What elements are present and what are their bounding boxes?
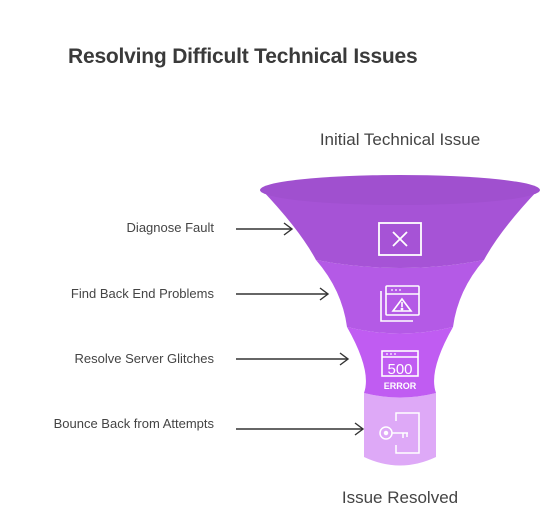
diagram-title: Resolving Difficult Technical Issues [68,45,418,68]
funnel-bottom-label: Issue Resolved [341,488,459,507]
stage-label-diagnose: Diagnose Fault [126,220,214,235]
browser-warning-icon [380,285,420,322]
arrow-server [236,352,350,366]
server-500-error-icon: 500 ERROR [381,350,419,391]
funnel-top-label: Initial Technical Issue [319,130,481,149]
funnel-stage-3 [347,327,453,398]
x-square-icon [378,222,422,256]
funnel-stage-1 [261,189,539,268]
stage-label-bounce: Bounce Back from Attempts [53,416,214,431]
arrow-backend [236,287,330,301]
arrow-diagnose [236,222,294,236]
icon-text-error: ERROR [384,381,417,391]
arrow-bounce [236,422,365,436]
stage-label-server: Resolve Server Glitches [74,351,214,366]
funnel-rim [260,175,540,205]
stage-label-backend: Find Back End Problems [70,286,214,301]
key-door-icon [379,412,420,454]
funnel-stage-2 [316,260,484,334]
icon-text-500: 500 [387,361,412,378]
funnel-stage-4 [364,393,436,466]
